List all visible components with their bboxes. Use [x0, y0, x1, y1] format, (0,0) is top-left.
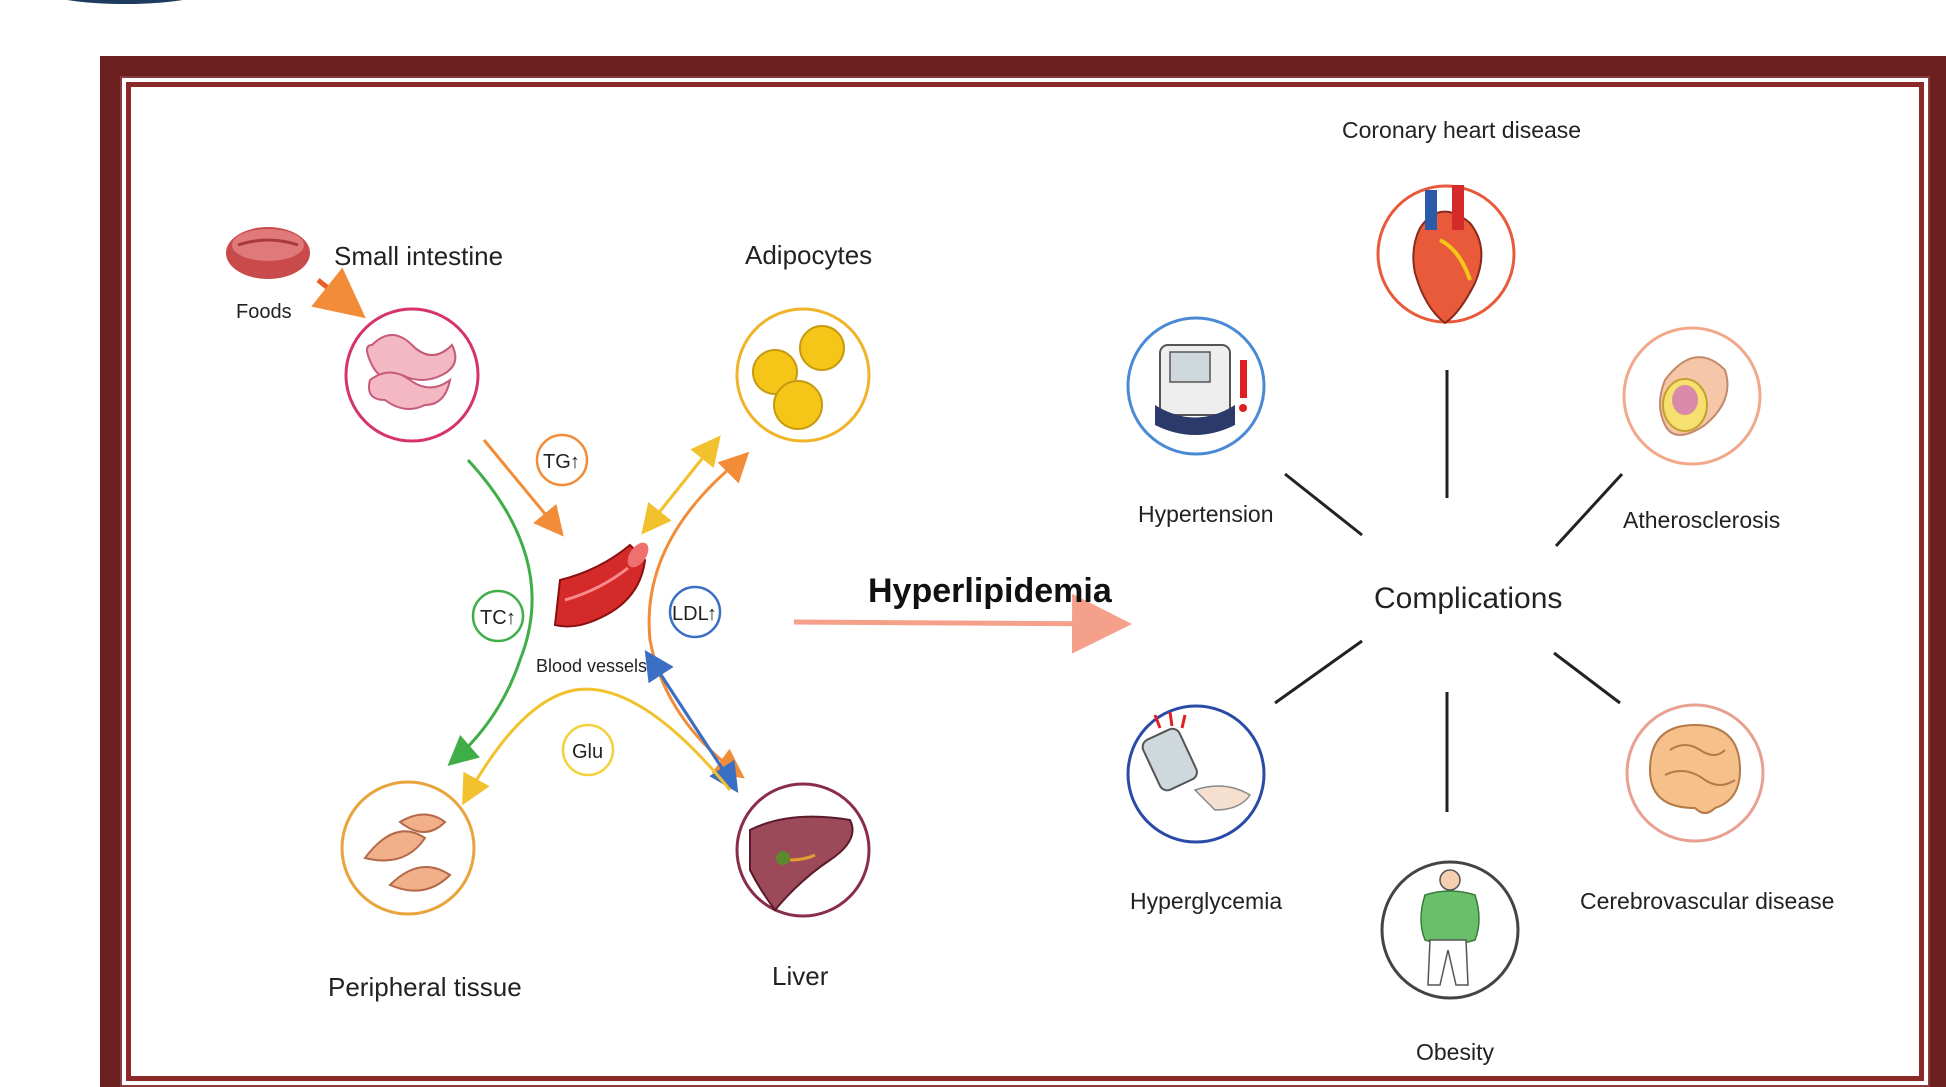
tc-badge: TC ↑ — [471, 589, 525, 643]
obesity-label: Obesity — [1416, 1039, 1494, 1065]
coronary-label: Coronary heart disease — [1342, 117, 1581, 143]
glucose-meter-icon — [1141, 711, 1252, 811]
heart-icon — [1412, 185, 1483, 325]
peripheral-tissue-label: Peripheral tissue — [328, 972, 522, 1002]
cerebrovascular-node — [1625, 703, 1765, 843]
atherosclerosis-label: Atherosclerosis — [1623, 507, 1780, 533]
liver-icon — [749, 815, 854, 912]
hypertension-node — [1126, 316, 1266, 456]
foods-label: Foods — [236, 301, 292, 323]
adipocyte-to-vessel-arrow — [641, 439, 719, 535]
adipocytes-label: Adipocytes — [745, 240, 872, 270]
blood-vessel-icon — [553, 542, 649, 628]
foods-icon — [226, 227, 310, 279]
blood-pressure-monitor-icon — [1155, 344, 1247, 435]
hyperlipidemia-label: Hyperlipidemia — [868, 572, 1113, 610]
spoke-hypertension — [1284, 472, 1363, 537]
ldl-up-arrow: ↑ — [707, 603, 717, 625]
liver-node — [735, 782, 871, 918]
complications-label: Complications — [1374, 582, 1562, 615]
tc-arrow — [447, 458, 534, 766]
tc-up-arrow: ↑ — [506, 607, 516, 629]
spoke-hyperglycemia — [1274, 639, 1363, 705]
foods-arrow — [311, 267, 366, 319]
vessel-to-liver-arrow — [644, 649, 737, 789]
liver-label: Liver — [772, 961, 829, 991]
ldl-badge: LDL ↑ — [668, 585, 722, 639]
cerebrovascular-label: Cerebrovascular disease — [1580, 888, 1834, 914]
small-intestine-label: Small intestine — [334, 241, 503, 271]
artery-icon — [1659, 356, 1729, 436]
tissue-icon — [363, 813, 452, 892]
logo-fragment — [40, 0, 210, 4]
glu-arrow — [462, 687, 732, 806]
ldl-label: LDL — [672, 603, 709, 625]
figure-panel — [126, 82, 1924, 1081]
spoke-atherosclerosis — [1554, 472, 1624, 548]
intestine-icon — [366, 334, 457, 410]
atherosclerosis-node — [1622, 326, 1762, 466]
coronary-node — [1376, 184, 1516, 325]
glu-badge: Glu — [561, 723, 615, 777]
peripheral-tissue-node — [340, 780, 476, 916]
adipocytes-node — [735, 307, 871, 443]
hyperglycemia-label: Hyperglycemia — [1130, 888, 1282, 914]
small-intestine-node — [344, 307, 480, 443]
obese-person-icon — [1420, 869, 1480, 986]
fat-cells-icon — [752, 325, 845, 430]
ldl-orange-arrow-head — [717, 451, 750, 484]
tg-badge: TG ↑ — [535, 433, 589, 487]
hyperglycemia-node — [1126, 704, 1266, 844]
intestine-to-vessel-arrow — [482, 439, 564, 537]
obesity-node — [1380, 860, 1520, 1000]
tc-label: TC — [480, 607, 507, 629]
hypertension-label: Hypertension — [1138, 501, 1274, 527]
blood-vessels-label: Blood vessels — [536, 656, 647, 676]
hyperlipidemia-arrow — [793, 593, 1132, 654]
ldl-orange-arrow — [647, 456, 745, 779]
tg-up-arrow: ↑ — [570, 451, 580, 473]
tg-label: TG — [543, 451, 571, 473]
brain-icon — [1648, 723, 1742, 814]
glu-label: Glu — [572, 741, 603, 763]
spoke-cerebrovascular — [1553, 651, 1621, 705]
